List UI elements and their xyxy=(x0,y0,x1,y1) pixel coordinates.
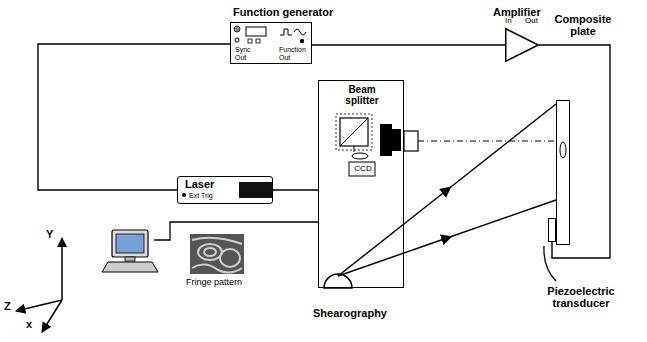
beam-splitter-cube xyxy=(340,118,368,146)
keyboard xyxy=(102,262,158,272)
knob xyxy=(234,26,240,32)
fringe xyxy=(204,248,216,256)
monitor xyxy=(112,230,148,257)
box-title: Laser xyxy=(185,178,235,190)
shearography-box: Beam splitterCCDShearography xyxy=(318,80,404,288)
splitter-diagonal xyxy=(340,118,368,146)
mirror-frame xyxy=(336,114,372,150)
box-title: Shearography xyxy=(313,307,413,319)
function-socket xyxy=(300,39,304,43)
axis-label: Y xyxy=(46,228,58,240)
optic-path xyxy=(354,146,355,152)
piezo-transducer: Piezoelectric transducer xyxy=(548,218,556,242)
y-axis xyxy=(61,238,63,300)
signal-wire xyxy=(312,44,505,45)
camera-lens xyxy=(380,124,392,156)
sync-socket xyxy=(235,38,239,42)
laser-barrel xyxy=(239,182,273,198)
laser-box: LaserExt Trig xyxy=(177,176,273,204)
lens-tube xyxy=(404,131,418,151)
trigger-wire xyxy=(38,44,230,190)
part-label: Beam splitter xyxy=(337,84,387,106)
monitor-screen xyxy=(116,234,144,253)
axis-label: x xyxy=(26,318,38,330)
fringe-image xyxy=(190,234,244,274)
port-label: Sync Out xyxy=(235,46,257,61)
light-beam xyxy=(338,104,556,276)
laser-link xyxy=(273,189,318,190)
sine-wave-symbol xyxy=(294,29,306,35)
display xyxy=(246,27,266,36)
lens-symbol xyxy=(352,153,368,159)
axis-label: Z xyxy=(4,300,16,312)
illumination-source xyxy=(324,274,352,288)
image-caption: Fringe pattern xyxy=(186,278,258,288)
box-title: Function generator xyxy=(233,6,343,18)
part-label: Composite plate xyxy=(547,13,619,37)
drive-wire xyxy=(539,45,610,258)
port-label: In xyxy=(505,17,519,26)
defect-symbol xyxy=(560,142,566,158)
ccd-box xyxy=(349,162,375,176)
square-wave-symbol xyxy=(280,29,292,35)
button xyxy=(256,39,260,43)
z-axis xyxy=(16,300,62,311)
leader-line xyxy=(544,246,556,281)
camera-lens xyxy=(392,129,401,151)
composite-plate: Composite plate xyxy=(556,100,570,245)
fringe xyxy=(192,264,242,272)
part-label: CCD xyxy=(350,165,376,174)
port-label: Function Out xyxy=(279,46,309,61)
port-label: Out xyxy=(525,17,545,26)
x-axis xyxy=(42,300,62,332)
fringe xyxy=(198,244,222,260)
optical-axis xyxy=(418,141,556,142)
amplifier-outline xyxy=(505,28,539,62)
fringe xyxy=(220,249,240,267)
trigger-socket xyxy=(182,193,186,197)
port-label: Ext Trig xyxy=(189,192,229,200)
light-beam xyxy=(338,200,556,276)
function-generator-box: Function generatorSync OutFunction Out xyxy=(230,22,312,64)
monitor-stand xyxy=(125,257,135,261)
button xyxy=(248,39,252,43)
amplifier-triangle-shape xyxy=(506,29,539,62)
amplifier-triangle: AmplifierInOut xyxy=(505,28,539,62)
part-label: Piezoelectric transducer xyxy=(539,285,623,309)
fringe xyxy=(192,238,242,244)
